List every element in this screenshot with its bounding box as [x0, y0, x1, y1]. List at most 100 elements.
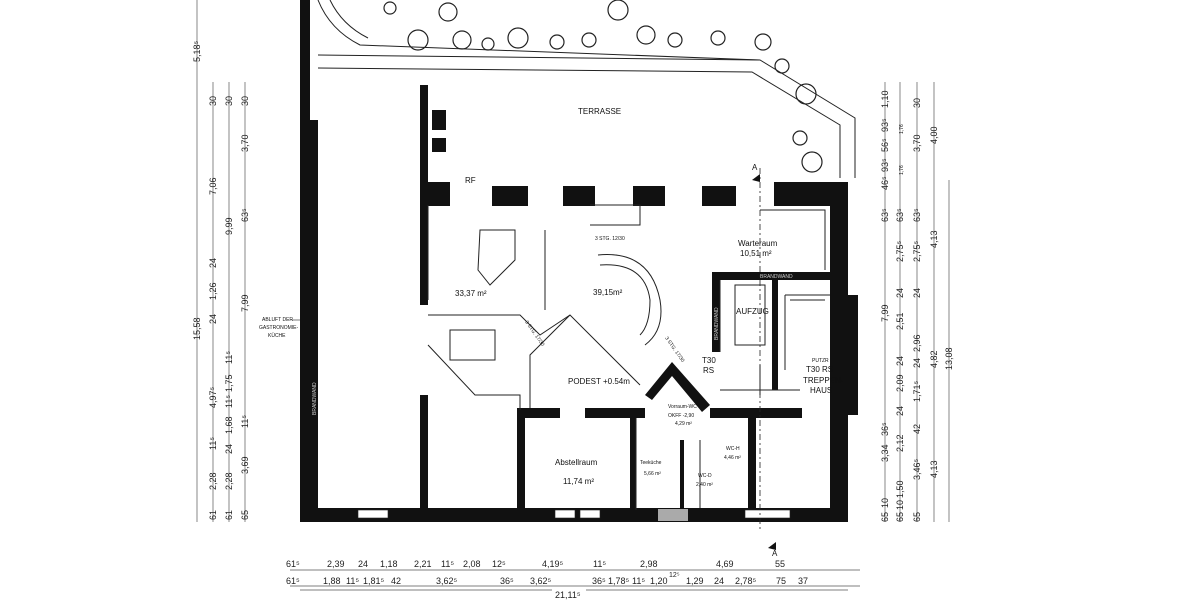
plant-icon	[754, 33, 772, 51]
stairs-small-label-2: 3 STG. 17/30	[663, 336, 685, 364]
dim-text: 63⁵	[240, 208, 250, 222]
vestibule-area: 4,29 m²	[675, 421, 692, 427]
dims-right: 1,10 93⁵ 56⁵ 93⁵ 46⁵ 63⁵ 7,99 36⁵ 3,34 1…	[880, 90, 954, 522]
dim-text: 61⁵	[286, 559, 300, 569]
plant-icon	[774, 58, 790, 74]
storage-area: 11,74 m²	[563, 477, 594, 486]
dim-text: 65	[895, 512, 905, 522]
dim-text: 24	[895, 356, 905, 366]
dim-text: 37	[798, 576, 808, 586]
dim-text: 24	[895, 406, 905, 416]
dim-text: 30	[224, 96, 234, 106]
dim-text: 24	[714, 576, 724, 586]
plant-icon	[438, 2, 458, 22]
kitchenette-area: 5,66 m²	[644, 471, 661, 477]
dim-text: 63⁵	[880, 208, 890, 222]
dim-text: 9,99	[224, 217, 234, 235]
dim-text: 1,18	[380, 559, 398, 569]
dim-text: 4,97⁵	[208, 386, 218, 408]
dim-text: 24	[224, 444, 234, 454]
plant-icon	[607, 0, 629, 21]
dim-text: 5,18⁵	[192, 40, 202, 62]
plant-icon	[581, 32, 597, 48]
dim-text: 4,69	[716, 559, 734, 569]
plants	[383, 0, 823, 173]
dim-text: 11⁵	[208, 437, 218, 450]
dim-text: 11⁵	[593, 559, 606, 569]
dim-text: 2,75⁵	[912, 240, 922, 262]
dim-text: 1,68	[224, 416, 234, 434]
dim-text: 75	[776, 576, 786, 586]
dim-text: 4,13	[929, 460, 939, 478]
dim-text: 24	[912, 358, 922, 368]
wc-women-label: WC-D	[698, 473, 712, 479]
plant-icon	[792, 130, 808, 146]
walls	[300, 0, 858, 522]
dim-text: 11⁵	[224, 351, 234, 364]
dim-text: 2,28	[208, 472, 218, 490]
dim-text: 3,70	[240, 134, 250, 152]
door-t30-label-2: T30 RS	[806, 365, 833, 374]
putzr-label: PUTZR	[812, 358, 829, 364]
dim-text: 4,13	[929, 230, 939, 248]
stairwell-label-2: HAUS	[810, 386, 832, 395]
dim-text: 30	[208, 96, 218, 106]
dim-text: 12⁵	[492, 559, 506, 569]
dim-text: 7,06	[208, 177, 218, 195]
dim-text: 11⁵	[441, 559, 454, 569]
section-marker-top: A	[752, 163, 758, 172]
dim-text: 30	[240, 96, 250, 106]
dim-text: 65	[912, 512, 922, 522]
dim-text: 4,82	[929, 350, 939, 368]
section-markers: A A	[752, 163, 778, 558]
dim-text: 24	[208, 314, 218, 324]
wc-men-area: 4,46 m²	[724, 455, 741, 461]
dim-text: 1,10	[880, 90, 890, 108]
dim-text: 24	[208, 258, 218, 268]
dim-text: 3,70	[912, 134, 922, 152]
dim-text: 1,75	[224, 374, 234, 392]
kitchenette-label: Teeküche	[640, 460, 662, 466]
office-center-area: 39,15m²	[593, 288, 623, 297]
dim-text: 11⁵	[346, 576, 359, 586]
dim-text: 36⁵	[500, 576, 514, 586]
storage-label: Abstellraum	[555, 458, 598, 467]
dim-text: 3,46⁵	[912, 458, 922, 480]
dim-text: 2,39	[327, 559, 345, 569]
dims-bottom: 61⁵ 2,39 24 1,18 2,21 11⁵ 2,08 12⁵ 4,19⁵…	[286, 559, 808, 600]
dim-text: 93⁵	[880, 118, 890, 132]
dim-text: 63⁵	[895, 208, 905, 222]
firewall-label-h: BRANDWAND	[760, 274, 793, 280]
dim-text: 24	[358, 559, 368, 569]
dim-text: 7,99	[880, 304, 890, 322]
terrace	[317, 0, 856, 178]
vestibule-label: Vorraum-WC	[668, 404, 697, 410]
exhaust-label-1: ABLUFT DER	[262, 317, 293, 323]
plant-icon	[383, 1, 397, 15]
dim-text: 61	[224, 510, 234, 520]
dim-text: 12⁵	[669, 572, 680, 579]
dim-text: 1,26	[208, 282, 218, 300]
dim-text: 1,20	[650, 576, 668, 586]
dim-text: 1,29	[686, 576, 704, 586]
plant-icon	[507, 27, 529, 49]
dim-text: 42	[912, 424, 922, 434]
dim-text: 2,12	[895, 434, 905, 452]
dim-text: 3,34	[880, 444, 890, 462]
section-marker-bottom: A	[772, 549, 778, 558]
firewall-label-left: BRANDWAND	[312, 382, 318, 415]
dim-text: 1,78⁵	[608, 576, 630, 586]
dim-text: 11⁵	[632, 576, 645, 586]
dim-text: 2,21	[414, 559, 432, 569]
rf-label: RF	[465, 176, 476, 185]
terrace-label: TERRASSE	[578, 107, 621, 116]
dim-text: 36⁵	[880, 422, 890, 436]
plant-icon	[407, 29, 429, 51]
dim-text: 11⁵	[240, 415, 250, 428]
dim-text: 55	[775, 559, 785, 569]
stairwell-label-1: TREPPEN-	[803, 376, 844, 385]
dim-text: 2,78⁵	[735, 576, 757, 586]
dim-text: 2,08	[463, 559, 481, 569]
dim-text: 11⁵	[224, 395, 234, 408]
dim-text: 46⁵	[880, 176, 890, 190]
